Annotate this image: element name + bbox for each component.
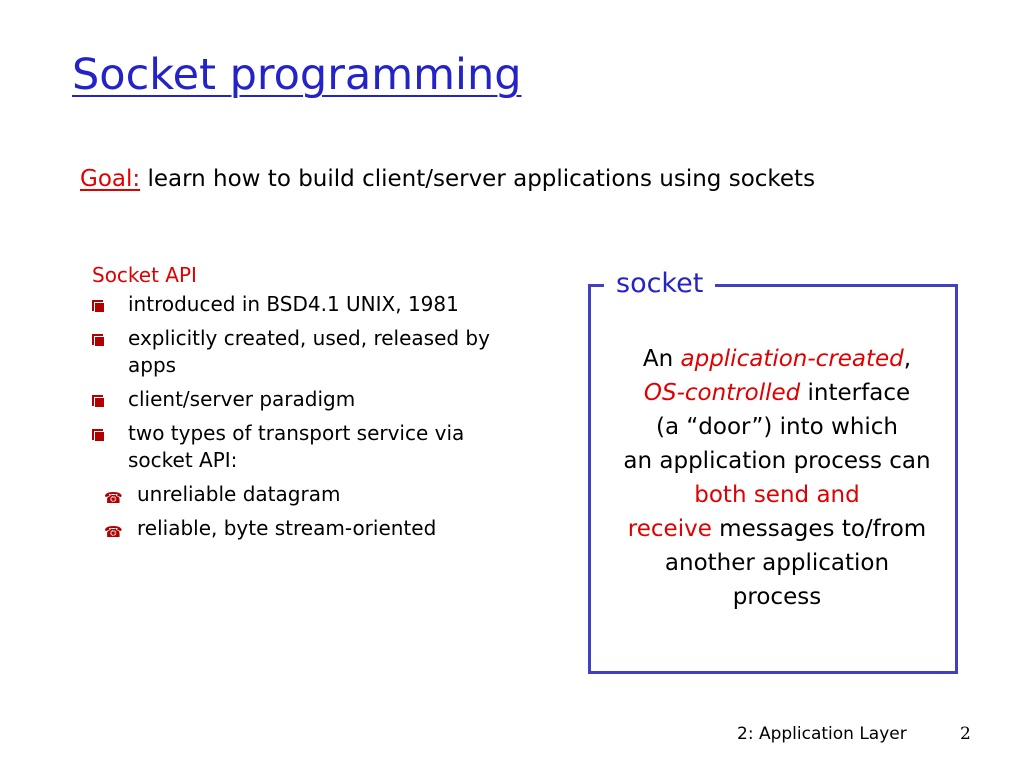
definition-highlight: receive [627,516,712,542]
definition-highlight: both send and [694,482,860,508]
slide-title: Socket programming [72,50,522,100]
sub-list-item: ☎ unreliable datagram [92,481,522,508]
sub-list-item-text: unreliable datagram [137,482,341,506]
definition-text: process [732,584,822,610]
socket-api-list: introduced in BSD4.1 UNIX, 1981 explicit… [92,291,522,474]
definition-text: interface [800,380,911,406]
definition-text: another application [664,550,890,576]
socket-box-label: socket [604,268,716,299]
list-item-text: explicitly created, used, released by ap… [128,326,490,377]
square-bullet-icon [92,300,104,312]
definition-highlight: OS-controlled [643,380,801,406]
definition-text: an application process can [623,448,931,474]
list-item-text: client/server paradigm [128,387,356,411]
list-item-text: two types of transport service via socke… [128,421,465,472]
list-item: explicitly created, used, released by ap… [92,325,522,379]
definition-highlight: application-created [680,346,904,372]
square-bullet-icon [92,334,104,346]
list-item-text: introduced in BSD4.1 UNIX, 1981 [128,292,459,316]
sub-list-item-text: reliable, byte stream-oriented [137,516,437,540]
square-bullet-icon [92,429,104,441]
circle-bullet-icon: ☎ [104,523,123,541]
socket-definition-text: An application-created, OS-controlled in… [598,342,956,614]
socket-definition-box [588,284,958,674]
definition-text: (a “door”) into which [655,414,899,440]
socket-api-heading: Socket API [92,263,197,287]
definition-text: messages to/from [711,516,927,542]
footer-chapter: 2: Application Layer [737,724,907,744]
definition-text: , [903,346,912,372]
goal-text: learn how to build client/server applica… [140,166,816,192]
sub-list-item: ☎ reliable, byte stream-oriented [92,515,522,542]
goal-label: Goal: [80,166,141,192]
page-number: 2 [960,724,971,744]
square-bullet-icon [92,395,104,407]
transport-service-list: ☎ unreliable datagram ☎ reliable, byte s… [92,481,522,542]
socket-api-section: Socket API introduced in BSD4.1 UNIX, 19… [92,262,522,549]
list-item: two types of transport service via socke… [92,420,522,474]
circle-bullet-icon: ☎ [104,489,123,507]
goal-line: Goal: learn how to build client/server a… [80,166,815,192]
list-item: introduced in BSD4.1 UNIX, 1981 [92,291,522,318]
list-item: client/server paradigm [92,386,522,413]
definition-text: An [642,346,681,372]
